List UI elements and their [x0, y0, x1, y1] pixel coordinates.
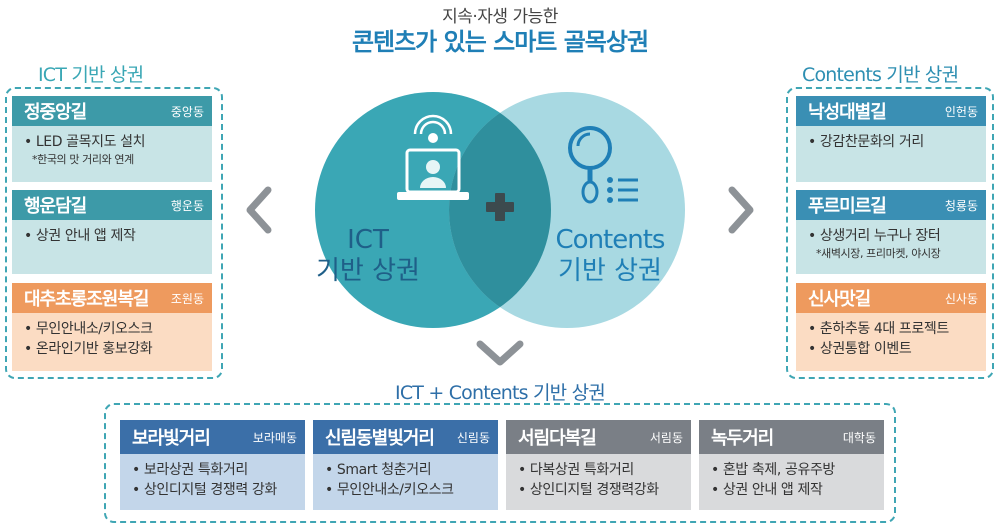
- card-body: • LED 골목지도 설치 *한국의 맛 거리와 연계: [12, 126, 212, 182]
- card-dong: 신림동: [456, 430, 490, 445]
- card-name: 신림동별빛거리: [325, 428, 435, 449]
- card: 대추초롱조원복길 조원동 • 무인안내소/키오스크 • 온라인기반 홍보강화: [12, 283, 212, 371]
- card-name: 서림다복길: [518, 428, 597, 449]
- card-header: 녹두거리 대학동: [699, 420, 884, 454]
- card-item: • 상인디지털 경쟁력 강화: [132, 482, 277, 498]
- card-item: • LED 골목지도 설치: [24, 134, 146, 150]
- left-panel-title: ICT 기반 상권: [38, 64, 144, 86]
- chevron-down-icon: [470, 336, 530, 376]
- card-item: • 상권 안내 앱 제작: [711, 482, 823, 498]
- card: 신림동별빛거리 신림동 • Smart 청춘거리 • 무인안내소/키오스크: [313, 420, 498, 510]
- card-dong: 청룡동: [944, 198, 978, 213]
- card-item: • 무인안내소/키오스크: [325, 482, 454, 498]
- bottom-panel-title: ICT + Contents 기반 상권: [395, 382, 606, 404]
- bottom-card-list: 보라빛거리 보라매동 • 보라상권 특화거리 • 상인디지털 경쟁력 강화 신림동별빛거…: [120, 420, 890, 516]
- card-item: • 상인디지털 경쟁력강화: [518, 482, 659, 498]
- card-name: 푸르미르길: [808, 196, 887, 217]
- card-header: 신림동별빛거리 신림동: [313, 420, 498, 454]
- card: 서림다복길 서림동 • 다복상권 특화거리 • 상인디지털 경쟁력강화: [506, 420, 691, 510]
- plus-icon: [486, 193, 514, 221]
- card-name: 신사맛길: [808, 289, 871, 310]
- chevron-right-icon: [722, 180, 762, 251]
- card-name: 녹두거리: [711, 428, 774, 449]
- ict-label-line1: ICT: [347, 225, 389, 255]
- card-item: • 무인안내소/키오스크: [24, 321, 153, 337]
- card-item: • 강감찬문화의 거리: [808, 134, 924, 150]
- bottom-panel: [104, 403, 896, 523]
- card-item: • 다복상권 특화거리: [518, 462, 634, 478]
- card-name: 행운담길: [24, 196, 87, 217]
- card-body: • 보라상권 특화거리 • 상인디지털 경쟁력 강화: [120, 454, 305, 510]
- card-body: • Smart 청춘거리 • 무인안내소/키오스크: [313, 454, 498, 510]
- card: 푸르미르길 청룡동• 상생거리 누구나 장터 *새벽시장, 프리마켓, 야시장: [796, 190, 986, 274]
- card-dong: 신사동: [944, 291, 978, 306]
- card-item: • 온라인기반 홍보강화: [24, 341, 153, 357]
- card-dong: 조원동: [170, 291, 204, 306]
- card-dong: 중앙동: [170, 104, 204, 119]
- card: 낙성대별길 인헌동 • 강감찬문화의 거리: [796, 96, 986, 182]
- ict-label-line2: 기반 상권: [316, 256, 420, 286]
- card-item: • 상권통합 이벤트: [808, 341, 912, 357]
- card-name: 보라빛거리: [132, 428, 211, 449]
- card-header: 대추초롱조원복길 조원동: [12, 283, 212, 313]
- card-body: • 혼밥 축제, 공유주방 • 상권 안내 앱 제작: [699, 454, 884, 510]
- chevron-left-icon: [238, 180, 278, 251]
- card-dong: 인헌동: [944, 104, 978, 119]
- card: 녹두거리 대학동 • 혼밥 축제, 공유주방 • 상권 안내 앱 제작: [699, 420, 884, 510]
- card-header: 서림다복길 서림동: [506, 420, 691, 454]
- contents-label-line1: Contents: [556, 225, 665, 255]
- card-name: 정중앙길: [24, 102, 87, 123]
- card: 신사맛길 신사동 • 춘하추동 4대 프로젝트 • 상권통합 이벤트: [796, 283, 986, 371]
- card-body: • 상권 안내 앱 제작: [12, 220, 212, 274]
- card: 보라빛거리 보라매동 • 보라상권 특화거리 • 상인디지털 경쟁력 강화: [120, 420, 305, 510]
- card-item: • 보라상권 특화거리: [132, 462, 248, 478]
- card-header: 보라빛거리 보라매동: [120, 420, 305, 454]
- card-header: 행운담길 행운동: [12, 190, 212, 220]
- card-item: • 춘하추동 4대 프로젝트: [808, 321, 949, 337]
- contents-label-line2: 기반 상권: [558, 256, 662, 286]
- card-header: 낙성대별길 인헌동: [796, 96, 986, 126]
- card-body: • 강감찬문화의 거리: [796, 126, 986, 182]
- card-note: *한국의 맛 거리와 연계: [32, 153, 134, 166]
- card-dong: 보라매동: [252, 430, 297, 445]
- card: 행운담길 행운동 • 상권 안내 앱 제작: [12, 190, 212, 274]
- card-item: • 상생거리 누구나 장터: [808, 228, 941, 244]
- card-note: *새벽시장, 프리마켓, 야시장: [816, 247, 941, 260]
- diagram-subtitle: 지속·자생 가능한: [442, 7, 558, 27]
- magnifier-list-icon: [568, 126, 638, 204]
- overlap-area: [449, 92, 551, 328]
- card: 정중앙길 중앙동 • LED 골목지도 설치 *한국의 맛 거리와 연계: [12, 96, 212, 182]
- laptop-user-icon: [397, 114, 469, 200]
- card-name: 대추초롱조원복길: [24, 289, 149, 310]
- card-dong: 행운동: [170, 198, 204, 213]
- card-body: • 다복상권 특화거리 • 상인디지털 경쟁력강화: [506, 454, 691, 510]
- right-panel: [786, 87, 994, 379]
- left-panel: [5, 87, 223, 379]
- diagram-title: 콘텐츠가 있는 스마트 골목상권: [351, 28, 649, 56]
- card-body: • 상생거리 누구나 장터 *새벽시장, 프리마켓, 야시장: [796, 220, 986, 274]
- card-dong: 대학동: [842, 430, 876, 445]
- card-body: • 춘하추동 4대 프로젝트 • 상권통합 이벤트: [796, 313, 986, 371]
- card-body: • 무인안내소/키오스크 • 온라인기반 홍보강화: [12, 313, 212, 371]
- card-header: 신사맛길 신사동: [796, 283, 986, 313]
- card-dong: 서림동: [649, 430, 683, 445]
- card-header: 정중앙길 중앙동: [12, 96, 212, 126]
- right-panel-title: Contents 기반 상권: [802, 64, 959, 86]
- venn-diagram: ICT 기반 상권 Contents 기반 상권: [315, 92, 685, 328]
- card-item: • 상권 안내 앱 제작: [24, 228, 136, 244]
- card-name: 낙성대별길: [808, 102, 887, 123]
- card-header: 푸르미르길 청룡동: [796, 190, 986, 220]
- card-item: • 혼밥 축제, 공유주방: [711, 462, 835, 478]
- card-item: • Smart 청춘거리: [325, 462, 432, 478]
